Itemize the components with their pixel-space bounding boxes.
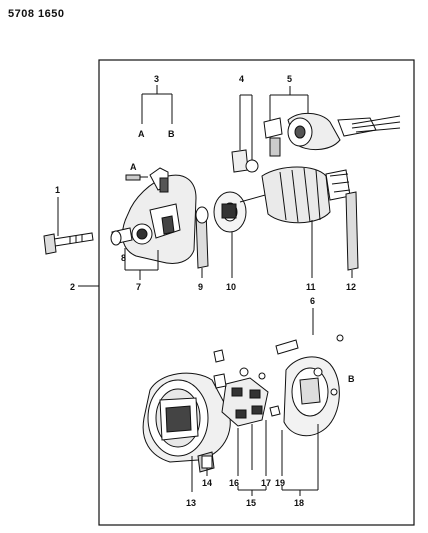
- callout-7-bracket: [124, 248, 159, 280]
- brush-holder-part: [213, 349, 281, 476]
- callout-a-bolt: A: [130, 162, 137, 172]
- callout-b-right: B: [348, 374, 355, 384]
- drive-end-housing-part: [110, 167, 197, 264]
- callout-14: 14: [202, 478, 212, 488]
- callout-16: 16: [229, 478, 239, 488]
- rear-cover-part: [275, 334, 344, 476]
- callout-3: 3: [154, 74, 159, 84]
- callout-b-top: B: [168, 129, 175, 139]
- callout-15: 15: [246, 498, 256, 508]
- callout-19: 19: [275, 478, 285, 488]
- callout-15-bracket: [237, 486, 267, 496]
- shift-lever-part: [231, 94, 259, 173]
- tie-rod-part: [345, 191, 359, 278]
- solenoid-part: [263, 113, 401, 157]
- yoke-part: [142, 372, 231, 492]
- callout-a-top: A: [138, 129, 145, 139]
- callout-3-bracket: [141, 85, 173, 124]
- callout-10: 10: [226, 282, 236, 292]
- callout-7: 7: [136, 282, 141, 292]
- callout-5: 5: [287, 74, 292, 84]
- callout-18: 18: [294, 498, 304, 508]
- armature-part: [239, 166, 351, 278]
- callout-13: 13: [186, 498, 196, 508]
- shim-part: [195, 206, 209, 278]
- diagram-code: 5708 1650: [8, 8, 65, 20]
- through-bolt-part: [43, 197, 94, 255]
- grommet-part: [201, 455, 213, 476]
- callout-4: 4: [239, 74, 244, 84]
- callout-2: 2: [70, 282, 75, 292]
- callout-6: 6: [310, 296, 315, 306]
- callout-9: 9: [198, 282, 203, 292]
- callout-17: 17: [261, 478, 271, 488]
- pinion-clutch-part: [213, 191, 247, 278]
- callout-12: 12: [346, 282, 356, 292]
- callout-11: 11: [306, 282, 316, 292]
- callout-1: 1: [55, 185, 60, 195]
- screw-a-part: [125, 174, 148, 181]
- callout-8: 8: [121, 253, 126, 263]
- assembly-frame: [98, 59, 415, 526]
- callout-18-bracket: [281, 424, 319, 496]
